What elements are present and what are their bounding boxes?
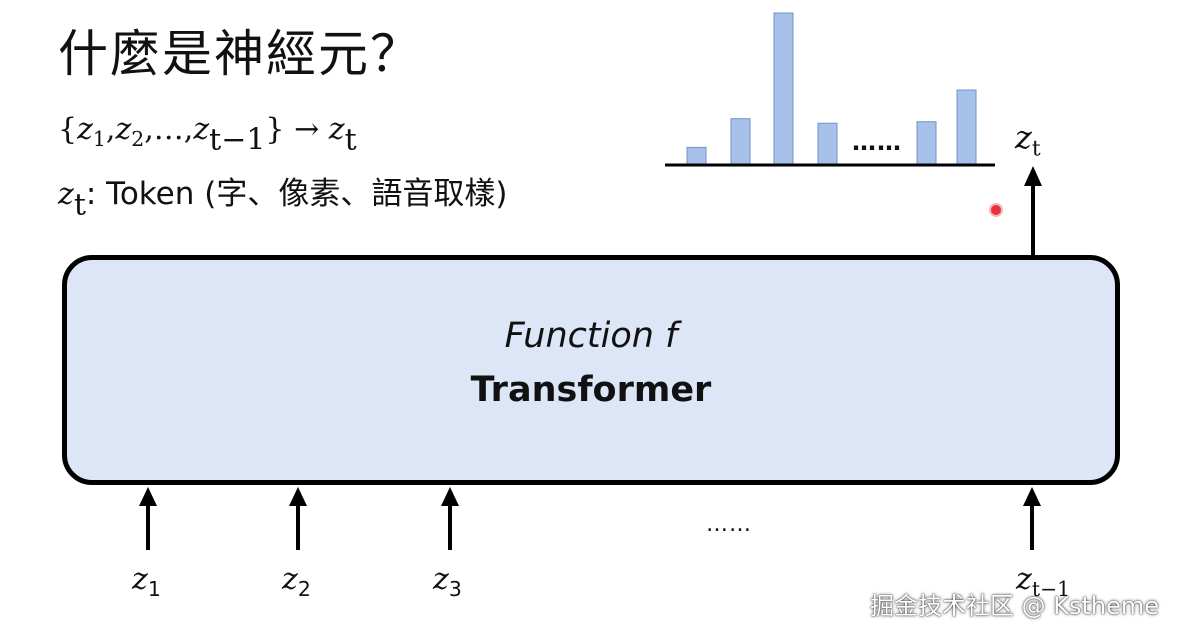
formula-var: z <box>193 112 210 147</box>
distribution-bar <box>817 122 838 165</box>
sequence-formula: {z1,z2,…,zt−1} → zt <box>58 112 357 158</box>
input-label-2: z2 <box>282 562 311 602</box>
input-ellipsis: …… <box>706 512 752 537</box>
input-arrow-2 <box>289 487 307 550</box>
formula-ellipsis: … <box>153 112 184 147</box>
transformer-block: Function f Transformer <box>62 255 1120 485</box>
token-text: : Token (字、像素、語音取樣) <box>85 176 508 212</box>
function-label: Function f <box>504 316 678 356</box>
model-label: Transformer <box>470 370 712 410</box>
distribution-bar <box>730 118 751 165</box>
distribution-bar <box>686 146 707 165</box>
formula-arrow: → <box>294 112 320 147</box>
open-brace: { <box>58 112 78 147</box>
output-arrow <box>1024 166 1042 255</box>
input-label-1: z1 <box>132 562 161 602</box>
distribution-bar <box>773 12 794 165</box>
page-title: 什麼是神經元？ <box>58 25 422 83</box>
input-arrow-last <box>1023 487 1041 550</box>
formula-var: z <box>115 112 132 147</box>
input-label-last: zt−1 <box>1016 562 1071 602</box>
cursor-pointer-dot <box>991 205 1001 215</box>
output-ellipsis: …… <box>852 128 902 156</box>
output-label: zt <box>1015 118 1041 162</box>
input-arrow-1 <box>139 487 157 550</box>
watermark: 掘金技术社区 @ Kstheme <box>870 592 1160 620</box>
distribution-bar <box>916 121 937 165</box>
input-arrows <box>139 487 1041 550</box>
formula-var: z <box>77 112 93 147</box>
formula-sub-last: t−1 <box>209 122 266 158</box>
close-brace: } <box>265 112 285 147</box>
distribution-bar <box>956 89 977 165</box>
formula-sub-2: 2 <box>131 127 145 152</box>
input-label-3: z3 <box>433 562 462 602</box>
token-definition: zt: Token (字、像素、語音取樣) <box>58 168 507 223</box>
comma: , <box>183 112 194 147</box>
probability-distribution <box>686 12 977 165</box>
formula-var: z <box>328 112 345 147</box>
input-arrow-3 <box>441 487 459 550</box>
comma: , <box>144 112 154 147</box>
token-sub: t <box>73 187 86 223</box>
formula-sub-1: 1 <box>92 127 106 152</box>
formula-sub-t: t <box>344 122 357 158</box>
comma: , <box>105 112 116 147</box>
token-var: z <box>58 177 74 212</box>
